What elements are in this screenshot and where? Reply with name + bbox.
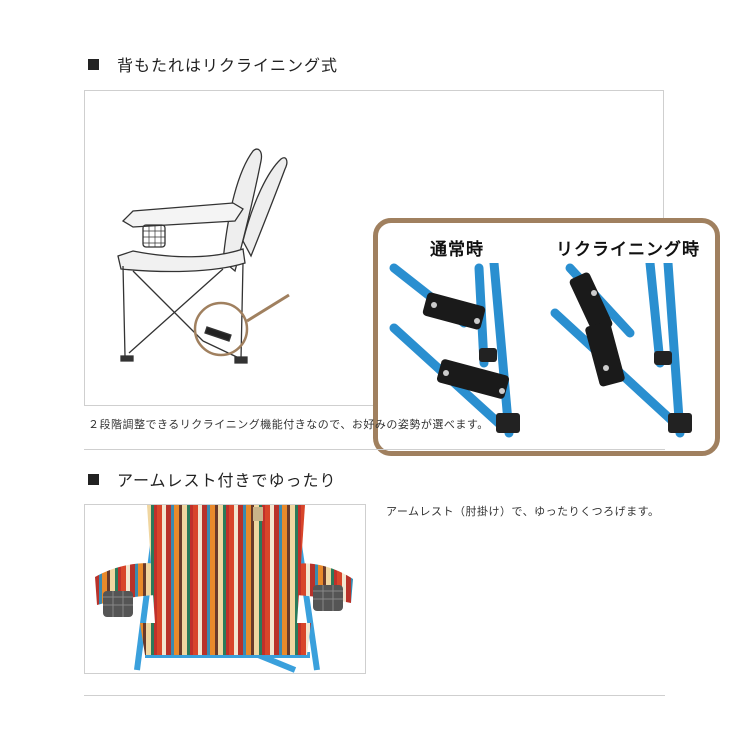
chair-line-drawing [117, 148, 290, 364]
armrest-photo [84, 504, 366, 674]
recline-illustration-panel: 通常時 リクライニング時 [84, 90, 720, 456]
armrest-description: アームレスト（肘掛け）で、ゆったりくつろげます。 [386, 505, 660, 518]
recline-caption: ２段階調整できるリクライニング機能付きなので、お好みの姿勢が選べます。 [88, 418, 489, 431]
hinge-detail-callout: 通常時 リクライニング時 [373, 218, 720, 456]
divider [84, 695, 665, 696]
section-heading-armrest: アームレスト付きでゆったり [88, 467, 337, 491]
square-bullet-icon [88, 58, 99, 70]
section-heading-recline: 背もたれはリクライニング式 [88, 52, 338, 76]
label-normal: 通常時 [430, 240, 484, 260]
divider [84, 449, 665, 450]
square-bullet-icon [88, 473, 99, 485]
section-title: アームレスト付きでゆったり [117, 471, 337, 490]
recline-hinge-photo [550, 263, 692, 438]
section-title: 背もたれはリクライニング式 [117, 56, 339, 75]
normal-hinge-photo [389, 263, 520, 438]
label-recline: リクライニング時 [556, 240, 700, 260]
striped-chair-photo [95, 505, 353, 673]
